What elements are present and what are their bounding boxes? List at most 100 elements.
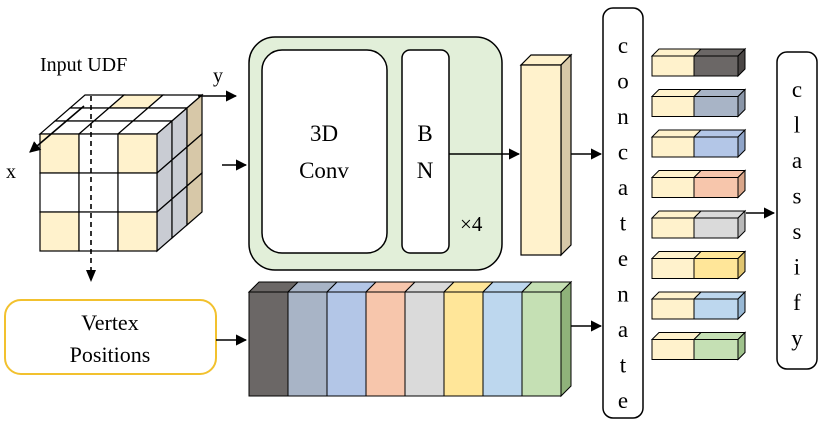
token-top-face [650,170,703,178]
vertex-embedding-strip [247,280,573,398]
label-letter: a [618,175,628,200]
vertex-positions-box [4,299,217,375]
cube-front-cell [39,211,80,252]
token-vertex-part [693,136,739,158]
vertex-label-line1: Vertex [81,310,138,335]
repeat-label: ×4 [460,212,483,236]
token-top-face [692,251,747,259]
feature-token-pair [650,250,747,280]
cube-front-cell [117,172,158,213]
cube-front-cell [39,172,80,213]
strip-segment [521,291,562,397]
token-top-face [650,251,703,259]
slice-arrowhead [86,270,96,282]
label-letter: t [620,353,627,378]
token-top-face [692,332,747,340]
global-feature-bar [519,53,573,257]
label-letter: e [618,388,628,413]
token-top-face [650,332,703,340]
token-global-part [651,177,695,198]
concatenate-box [602,7,644,419]
token-global-part [651,339,695,360]
token-top-face [650,291,703,300]
feature-token-pair [650,331,747,361]
cube-front-cell [78,133,119,174]
x-axis-arrow [29,105,85,153]
token-top-face [692,210,747,219]
token-top-face [692,48,747,57]
token-top-face [692,129,747,138]
label-letter: c [618,140,628,165]
feature-token-pair [650,128,747,159]
token-vertex-part [693,177,739,198]
strip-segment [443,291,484,397]
strip-segment [482,291,523,397]
token-top-face [650,89,703,97]
label-letter: t [620,211,627,236]
token-global-part [651,96,695,117]
token-top-face [650,210,703,219]
label-letter: l [794,113,800,138]
cube-side-cell [186,171,203,227]
token-global-part [651,217,695,239]
label-letter: a [792,148,802,173]
token-vertex-part [693,298,739,320]
conv-3d-box [261,49,388,254]
udf-cube [38,93,204,253]
token-top-face [692,170,747,178]
strip-segment [326,291,367,397]
x-axis-label: x [6,161,16,183]
feature-token-pair [650,47,747,78]
label-letter: f [793,290,801,315]
label-letter: i [794,255,800,280]
token-vertex-part [693,217,739,239]
feature-token-pair [650,209,747,240]
strip-side-face [560,280,572,398]
token-top-face [650,48,703,57]
strip-segment [248,291,289,397]
token-top-face [692,89,747,97]
y-axis-label: y [213,65,223,87]
feature-token-pair [650,290,747,321]
token-global-part [651,136,695,158]
label-letter: n [617,104,629,129]
strip-segment [404,291,445,397]
conv-label-line2: Conv [299,158,349,183]
label-letter: c [618,33,628,58]
cube-front-cell [78,211,119,252]
cube-front-cell [39,133,80,174]
token-vertex-part [693,339,739,360]
strip-segment [365,291,406,397]
token-top-face [692,291,747,300]
feature-token-pair [650,169,747,199]
cube-front-cell [117,211,158,252]
bn-label-line2: N [417,158,434,183]
label-letter: n [617,282,629,307]
token-vertex-part [693,55,739,77]
label-letter: s [793,219,802,244]
label-letter: s [793,184,802,209]
token-vertex-part [693,96,739,117]
label-letter: a [618,317,628,342]
token-top-face [650,129,703,138]
label-letter: e [618,246,628,271]
vertex-label-line2: Positions [70,342,151,367]
label-letter: c [792,77,802,102]
feature-token-pair [650,88,747,118]
token-vertex-part [693,258,739,279]
conv-label-line1: 3D [310,121,338,146]
classify-box [776,51,818,370]
cube-front-cell [78,172,119,213]
token-global-part [651,298,695,320]
concatenated-features [650,47,747,361]
bn-label-line1: B [417,121,432,146]
bn-box [401,49,450,254]
label-letter: o [617,69,629,94]
input-udf-label: Input UDF [40,54,127,76]
cube-front-cell [117,133,158,174]
strip-segment [287,291,328,397]
token-global-part [651,258,695,279]
